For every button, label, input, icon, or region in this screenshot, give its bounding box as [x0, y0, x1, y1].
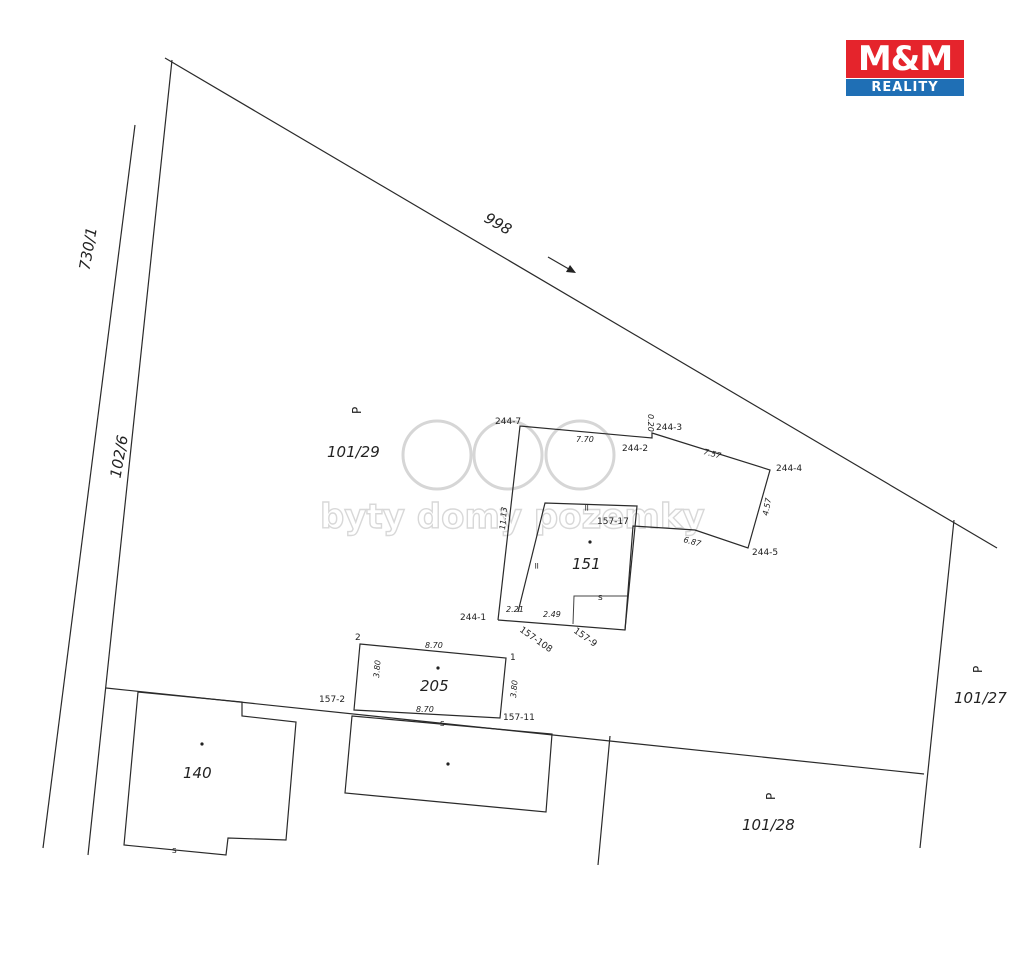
parcel-101-28-label: 101/28: [742, 816, 795, 834]
building-140-polygon: [123, 691, 297, 856]
dim-8-70-bottom: 8.70: [416, 705, 434, 714]
dot-205: [436, 666, 440, 670]
building-mark-151: s: [598, 593, 603, 603]
point-2: 2: [355, 633, 361, 643]
building-151-outline: [497, 425, 771, 631]
building-205: [353, 643, 507, 719]
parcel-101-27-label: 101/27: [954, 689, 1007, 707]
point-244-2: 244-2: [622, 444, 648, 454]
point-244-5: 244-5: [752, 548, 778, 558]
land-use-mark-101-27: P: [971, 666, 985, 673]
building-151-annex: [572, 595, 627, 625]
dim-2-49: 2.49: [543, 610, 561, 619]
point-157-17: 157-17: [597, 517, 629, 527]
logo-sub: REALITY: [846, 79, 964, 96]
point-244-4: 244-4: [776, 464, 802, 474]
dim-4-57: 4.57: [761, 496, 773, 516]
watermark-circle-1: [401, 419, 473, 491]
watermark: byty domy pozemky: [319, 419, 705, 538]
dim-7-70: 7.70: [576, 435, 594, 444]
point-157-11: 157-11: [503, 713, 535, 723]
building-mark-140: s: [172, 846, 177, 856]
dim-3-80-right: 3.80: [509, 680, 520, 699]
point-244-7: 244-7: [495, 417, 521, 427]
building-244-polygon: [497, 425, 771, 631]
logo-brand: M&M: [846, 40, 964, 78]
parallel-mark-left: =: [531, 562, 541, 570]
dot-140: [200, 742, 204, 746]
point-157-2: 157-2: [319, 695, 345, 705]
point-157-108: 157-108: [517, 625, 554, 655]
boundary-road-998: [164, 57, 998, 549]
dim-8-70-top: 8.70: [425, 641, 443, 650]
watermark-text: byty domy pozemky: [320, 497, 705, 537]
watermark-circle-2: [472, 419, 544, 491]
parcel-998-label: 998: [481, 209, 515, 239]
dim-3-80-left: 3.80: [372, 660, 383, 679]
boundary-east: [919, 519, 955, 849]
dim-6-87: 6.87: [682, 535, 702, 549]
boundary-west-outer: [42, 124, 136, 849]
parallel-mark-top: =: [581, 504, 591, 512]
watermark-circle-3: [544, 419, 616, 491]
mm-reality-logo: M&M REALITY: [846, 40, 964, 96]
dot-south-building: [446, 762, 450, 766]
building-south-polygon: [344, 715, 553, 813]
point-157-9: 157-9: [571, 626, 598, 649]
dim-0-20: 0.20: [646, 414, 655, 432]
boundary-west-inner: [87, 59, 173, 856]
point-1: 1: [510, 653, 516, 663]
building-mark-south: s: [440, 719, 445, 729]
building-205-label: 205: [420, 677, 449, 695]
building-140-label: 140: [183, 764, 212, 782]
parcel-boundaries: [42, 57, 998, 866]
point-244-1: 244-1: [460, 613, 486, 623]
dim-7-57: 7.57: [702, 447, 722, 461]
point-244-3: 244-3: [656, 423, 682, 433]
building-205-polygon: [353, 643, 507, 719]
parcel-101-29-label: 101/29: [327, 443, 380, 461]
dim-11-13: 11.13: [498, 507, 509, 531]
land-use-mark-101-29: P: [350, 407, 364, 414]
arrow-right-down-icon: [547, 256, 576, 273]
centroid-dots: [200, 540, 592, 766]
boundary-101-28-west: [597, 735, 611, 866]
building-151-label: 151: [572, 555, 601, 573]
dim-2-21: 2.21: [506, 605, 524, 614]
building-151-inner: [517, 502, 638, 631]
land-use-mark-101-28: P: [764, 793, 778, 800]
parcel-730-1-label: 730/1: [76, 226, 101, 272]
dot-151: [588, 540, 592, 544]
